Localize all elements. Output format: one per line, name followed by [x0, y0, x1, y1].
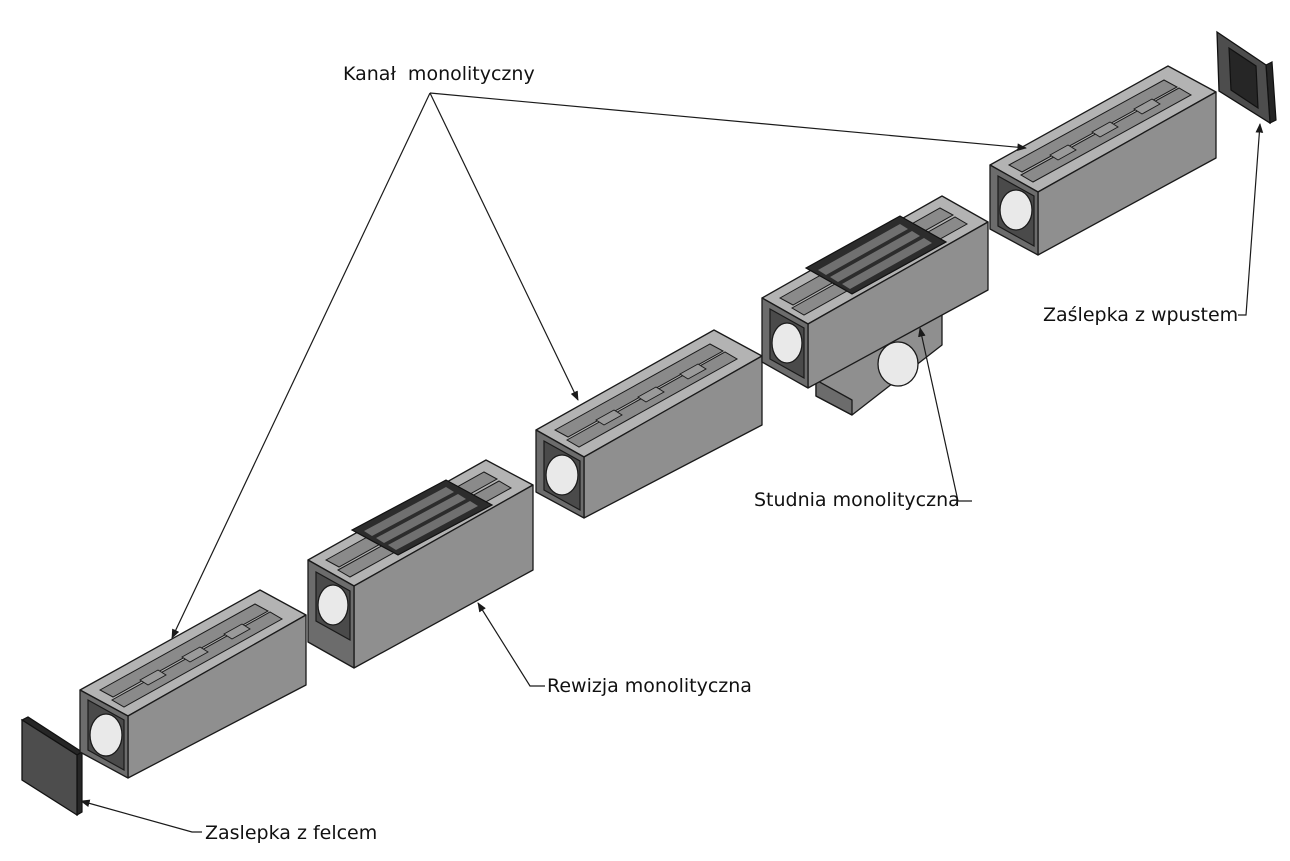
label-end-cap-rebate: Zaslepka z felcem: [205, 822, 378, 844]
label-end-cap-tongue: Zaślepka z wpustem: [1043, 304, 1239, 326]
monolithic-revision-chamber: [307, 459, 534, 669]
end-cap-with-tongue: [1216, 30, 1277, 125]
monolithic-channel-3: [989, 65, 1217, 256]
leader-lines: [80, 92, 1264, 833]
label-monolithic-well: Studnia monolityczna: [754, 489, 960, 511]
label-monolithic-revision: Rewizja monolityczna: [547, 675, 752, 697]
label-monolithic-channel: Kanał monolityczny: [343, 63, 535, 85]
monolithic-channel-2: [535, 329, 763, 519]
monolithic-channel-1: [79, 589, 307, 779]
monolithic-well: [761, 195, 989, 416]
end-cap-with-rebate: [20, 716, 84, 817]
